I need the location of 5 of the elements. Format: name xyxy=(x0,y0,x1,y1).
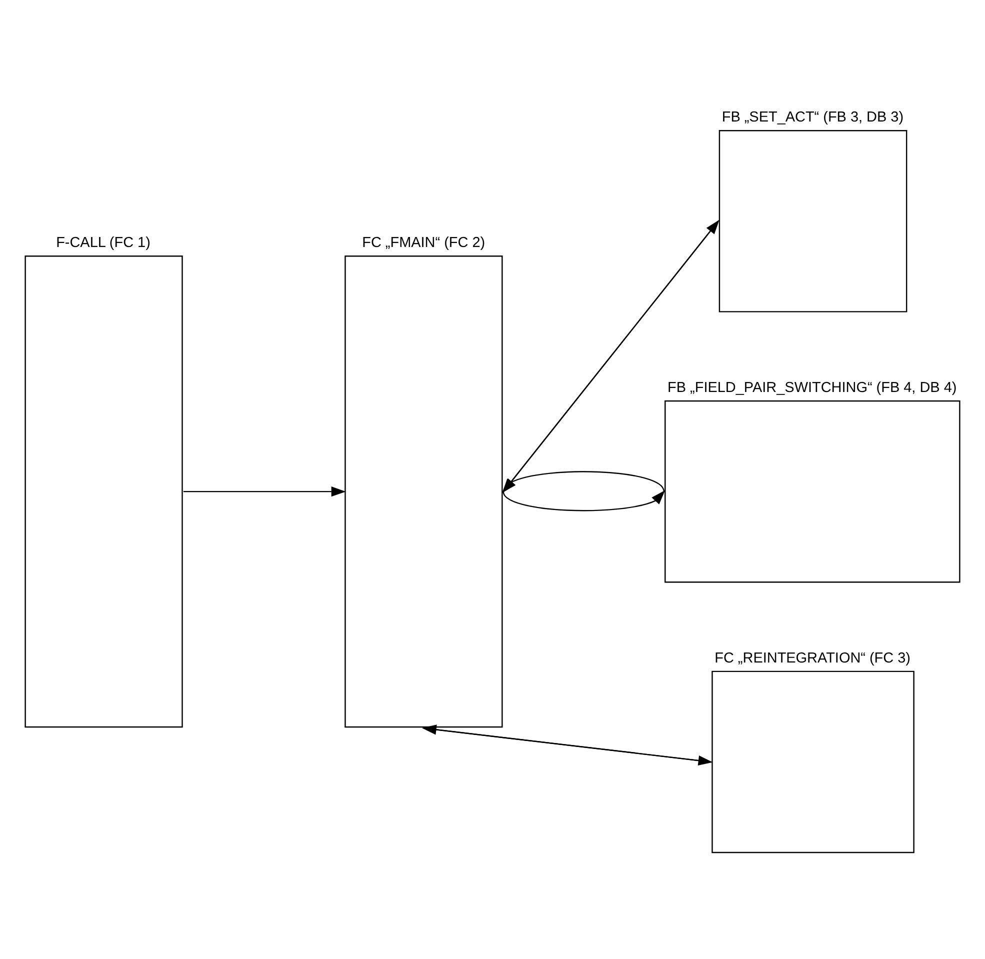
node-label: FC „REINTEGRATION“ (FC 3) xyxy=(714,650,910,667)
node-label: FB „SET_ACT“ (FB 3, DB 3) xyxy=(722,110,904,126)
node-label: FC „FMAIN“ (FC 2) xyxy=(362,235,486,252)
node-label: FB „FIELD_PAIR_SWITCHING“ (FB 4, DB 4) xyxy=(668,380,957,396)
node-label: F-CALL (FC 1) xyxy=(56,235,150,252)
